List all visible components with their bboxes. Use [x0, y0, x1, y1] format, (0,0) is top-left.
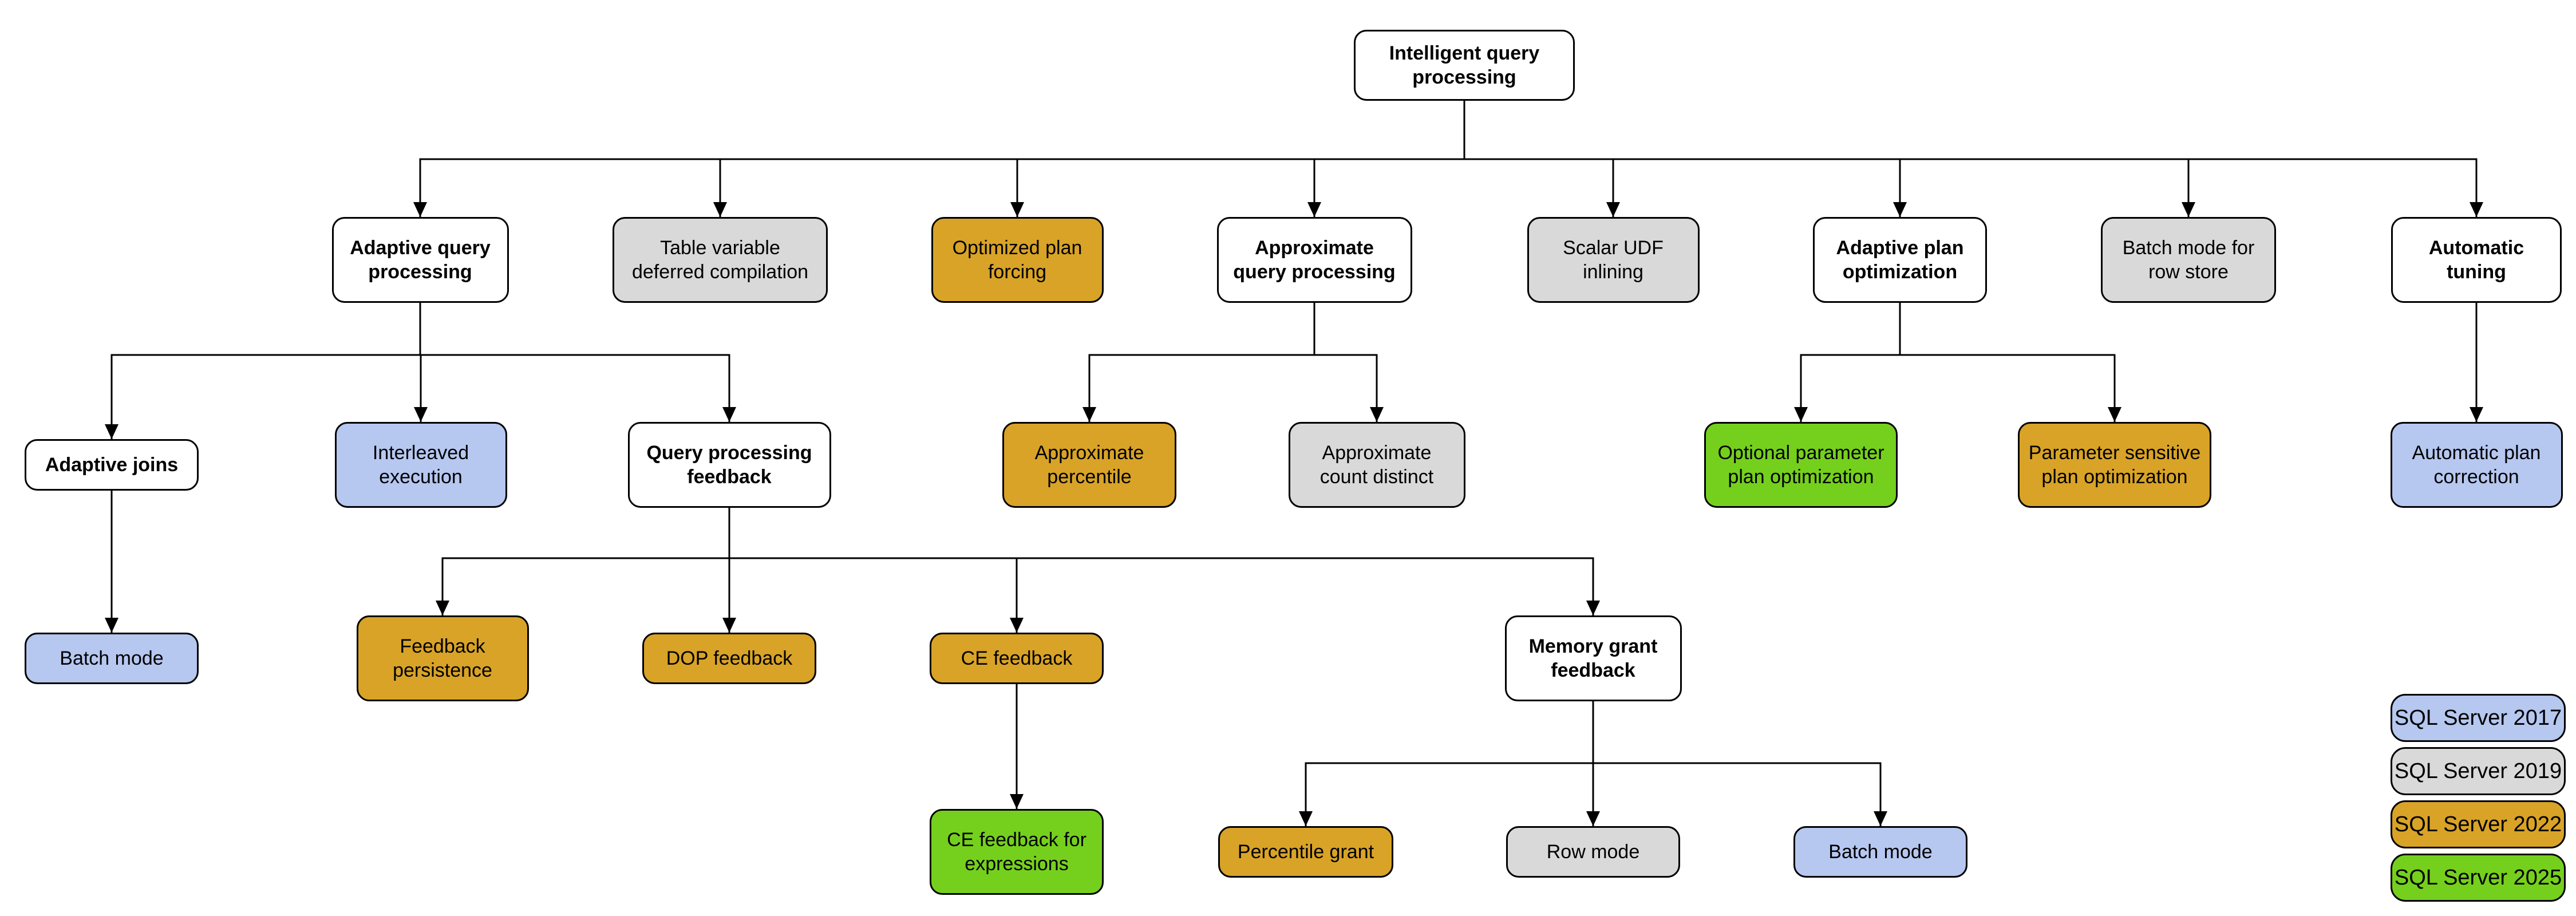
node-label: Memory grant feedback	[1528, 635, 1658, 682]
node-label: Adaptive query processing	[350, 236, 491, 283]
node-acd: Approximate count distinct	[1288, 422, 1465, 508]
node-label: CE feedback	[961, 647, 1073, 669]
node-label: Optional parameter plan optimization	[1717, 441, 1884, 488]
node-label: Table variable deferred compilation	[631, 236, 809, 283]
node-label: Intelligent query processing	[1389, 42, 1540, 89]
node-label: Approximate percentile	[1034, 441, 1144, 488]
node-ilex: Interleaved execution	[334, 422, 507, 508]
node-aqx: Approximate query processing	[1216, 217, 1412, 303]
node-rm: Row mode	[1506, 826, 1680, 878]
node-bmrs: Batch mode for row store	[2101, 217, 2276, 303]
node-bm1: Batch mode	[25, 633, 199, 684]
legend-label: SQL Server 2022	[2394, 812, 2562, 836]
node-label: Parameter sensitive plan optimization	[2028, 441, 2201, 488]
node-label: Query processing feedback	[646, 441, 812, 488]
node-cefe: CE feedback for expressions	[930, 809, 1104, 895]
node-label: Batch mode for row store	[2122, 236, 2255, 283]
node-ajoin: Adaptive joins	[25, 439, 199, 491]
node-oppo: Optional parameter plan optimization	[1704, 422, 1898, 508]
node-qpf: Query processing feedback	[627, 422, 831, 508]
node-fbp: Feedback persistence	[356, 615, 529, 701]
node-label: Automatic tuning	[2428, 236, 2524, 283]
node-tvdc: Table variable deferred compilation	[613, 217, 828, 303]
node-pg: Percentile grant	[1218, 826, 1393, 878]
node-label: Automatic plan correction	[2412, 441, 2541, 488]
node-label: Adaptive joins	[45, 453, 179, 476]
legend-label: SQL Server 2019	[2394, 759, 2562, 783]
node-mgf: Memory grant feedback	[1504, 615, 1682, 701]
node-label: Scalar UDF inlining	[1563, 236, 1664, 283]
node-label: Approximate query processing	[1233, 236, 1396, 283]
node-opf: Optimized plan forcing	[931, 217, 1104, 303]
node-label: Percentile grant	[1237, 840, 1374, 863]
legend-item-sql-server-2025: SQL Server 2025	[2391, 854, 2566, 902]
node-apo: Adaptive plan optimization	[1813, 217, 1987, 303]
node-pspo: Parameter sensitive plan optimization	[2018, 422, 2211, 508]
node-label: Batch mode	[60, 647, 164, 669]
node-label: Adaptive plan optimization	[1836, 236, 1964, 283]
node-dopf: DOP feedback	[642, 633, 816, 684]
node-label: Optimized plan forcing	[952, 236, 1082, 283]
node-label: Interleaved execution	[372, 441, 469, 488]
node-label: Row mode	[1546, 840, 1640, 863]
node-label: Approximate count distinct	[1319, 441, 1434, 488]
legend-item-sql-server-2022: SQL Server 2022	[2391, 800, 2566, 848]
node-label: DOP feedback	[666, 647, 793, 669]
node-bm2: Batch mode	[1793, 826, 1967, 878]
node-label: Feedback persistence	[393, 635, 492, 682]
node-aqp: Adaptive query processing	[331, 217, 509, 303]
node-sudf: Scalar UDF inlining	[1527, 217, 1700, 303]
node-apct: Approximate percentile	[1002, 422, 1176, 508]
legend-label: SQL Server 2025	[2394, 865, 2562, 890]
node-label: CE feedback for expressions	[947, 828, 1086, 875]
node-label: Batch mode	[1828, 840, 1933, 863]
legend-item-sql-server-2019: SQL Server 2019	[2391, 747, 2566, 795]
legend-label: SQL Server 2017	[2394, 705, 2562, 730]
node-apc: Automatic plan correction	[2390, 422, 2563, 508]
node-root: Intelligent query processing	[1354, 30, 1575, 101]
node-cef: CE feedback	[930, 633, 1104, 684]
node-atun: Automatic tuning	[2391, 217, 2562, 303]
legend-item-sql-server-2017: SQL Server 2017	[2391, 694, 2566, 742]
